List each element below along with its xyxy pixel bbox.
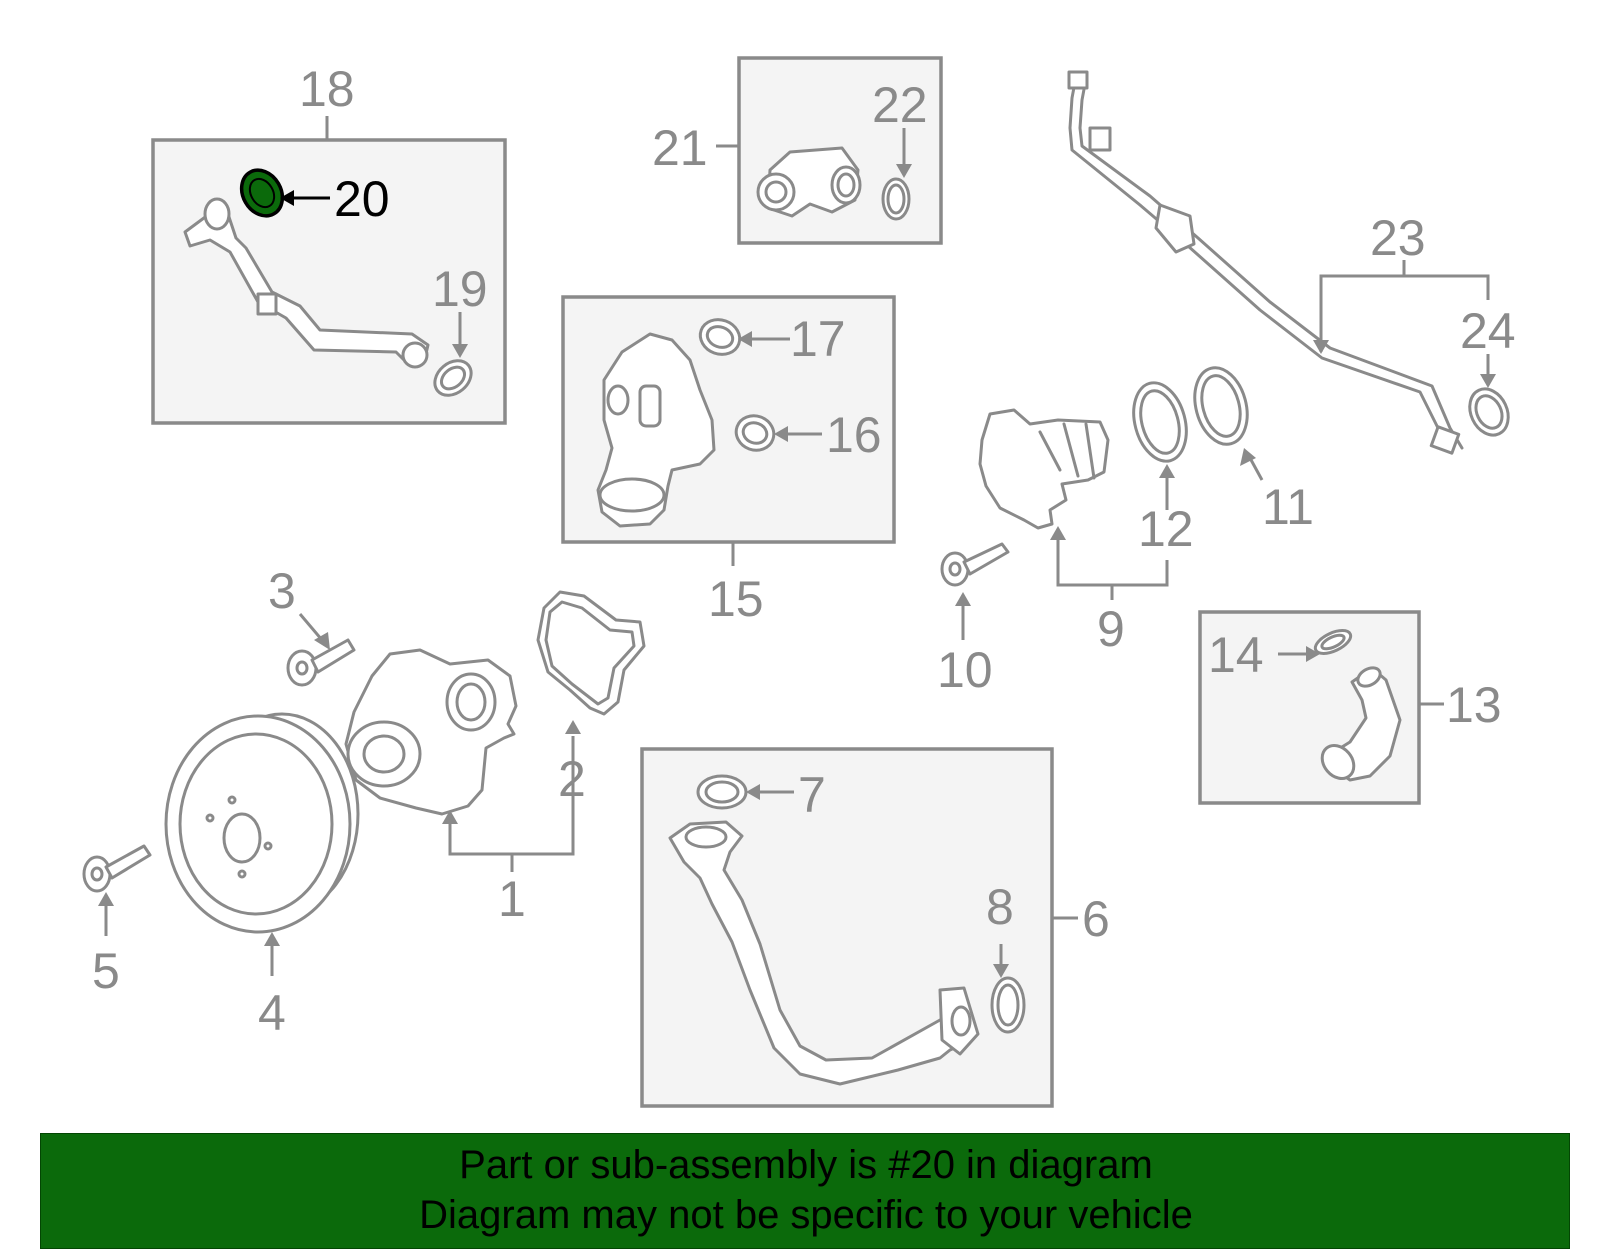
banner-line-disclaimer: Diagram may not be specific to your vehi… (419, 1193, 1193, 1237)
bolt-part-3 (286, 638, 356, 687)
callout-1: 1 (498, 871, 526, 927)
callout-5: 5 (92, 943, 120, 999)
o-ring-part-7 (696, 774, 748, 810)
o-ring-part-8 (990, 976, 1026, 1034)
callout-9: 9 (1097, 601, 1125, 657)
callout-3: 3 (268, 563, 296, 619)
coolant-connector-part-21 (756, 146, 862, 218)
callout-10: 10 (937, 642, 993, 698)
callout-8: 8 (986, 879, 1014, 935)
banner-line-part-number: Part or sub-assembly is #20 in diagram (459, 1143, 1153, 1187)
callout-13: 13 (1446, 677, 1502, 733)
callout-7: 7 (798, 767, 826, 823)
thermostat-housing-part-15 (596, 332, 716, 528)
pump-gasket-part-2 (536, 590, 646, 716)
callout-17: 17 (790, 311, 846, 367)
callout-14: 14 (1208, 627, 1264, 683)
thermostat-part-9 (978, 408, 1110, 530)
coolant-tube-part-23 (1067, 70, 1464, 455)
water-pump-part-1 (344, 648, 518, 816)
callout-2: 2 (558, 751, 586, 807)
o-ring-part-19 (433, 359, 473, 397)
callout-19: 19 (432, 261, 488, 317)
highlighted-seal-part-20 (239, 168, 285, 218)
callout-22: 22 (872, 77, 928, 133)
coolant-pipe-part-6 (668, 820, 980, 1086)
callout-24: 24 (1460, 303, 1516, 359)
callout-12: 12 (1138, 501, 1194, 557)
elbow-hose-part-13 (1320, 666, 1402, 782)
o-ring-part-22 (881, 177, 911, 221)
gasket-part-11 (1193, 366, 1249, 446)
callout-16: 16 (826, 407, 882, 463)
leader-lines (98, 116, 1496, 978)
o-ring-part-17 (698, 318, 742, 356)
group-box-6 (640, 747, 1054, 1108)
callout-11: 11 (1262, 479, 1314, 535)
callout-6: 6 (1082, 891, 1110, 947)
bolt-part-5 (82, 844, 152, 893)
pulley-part-4 (164, 712, 360, 934)
bolt-part-10 (940, 542, 1010, 587)
callout-23: 23 (1370, 210, 1426, 266)
coolant-pipe-part-18 (183, 197, 430, 369)
o-ring-part-16 (734, 414, 776, 452)
callout-18: 18 (299, 61, 355, 117)
callout-15: 15 (708, 571, 764, 627)
callout-numbers: 18 20 19 21 22 23 24 17 16 15 11 12 9 10… (92, 61, 1516, 1041)
callout-20: 20 (334, 171, 390, 227)
o-ring-part-14 (1313, 629, 1353, 655)
callout-21: 21 (652, 120, 708, 176)
o-ring-part-24 (1468, 387, 1510, 437)
gasket-part-12 (1132, 381, 1188, 463)
part-info-banner: Part or sub-assembly is #20 in diagram D… (40, 1133, 1570, 1249)
callout-4: 4 (258, 985, 286, 1041)
